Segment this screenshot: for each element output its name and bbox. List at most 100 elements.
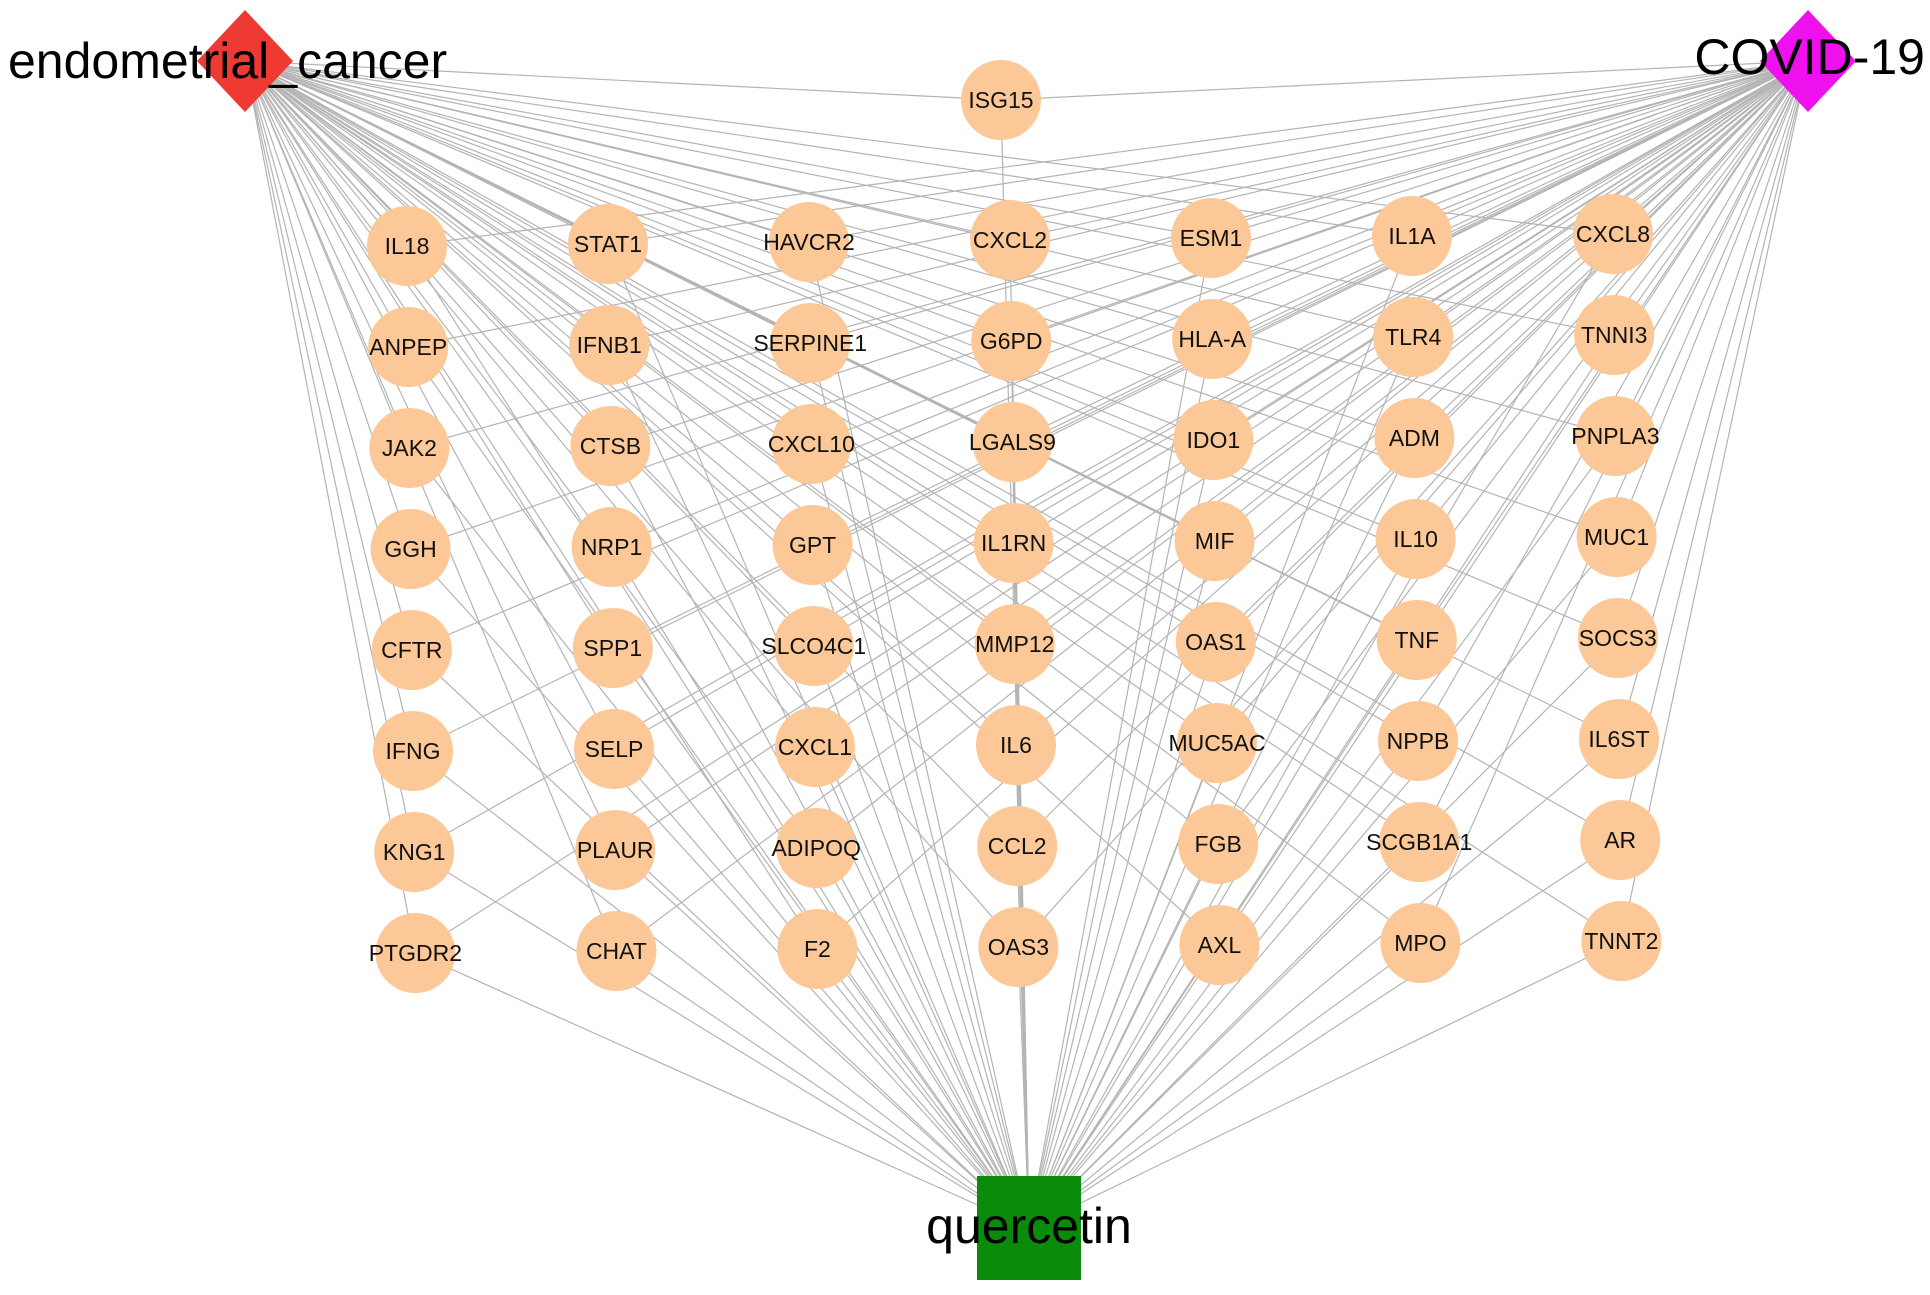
edge-covid19-axl [1218, 60, 1809, 946]
gene-node-mif[interactable]: MIF [1174, 501, 1255, 581]
gene-node-oas1[interactable]: OAS1 [1175, 602, 1256, 682]
gene-label: HLA-A [1178, 326, 1246, 352]
gene-node-il6[interactable]: IL6 [976, 705, 1056, 785]
gene-node-gpt[interactable]: GPT [772, 505, 853, 585]
edge-covid19-muc5ac [1216, 60, 1809, 744]
gene-node-cxcl2[interactable]: CXCL2 [970, 200, 1050, 280]
gene-node-spp1[interactable]: SPP1 [572, 608, 653, 688]
gene-node-muc1[interactable]: MUC1 [1576, 497, 1657, 577]
gene-node-socs3[interactable]: SOCS3 [1577, 598, 1658, 678]
gene-node-circle [771, 404, 852, 484]
edge-covid19-ido1 [1213, 60, 1809, 441]
gene-node-circle [568, 204, 648, 284]
gene-node-isg15[interactable]: ISG15 [961, 60, 1041, 140]
gene-node-circle [978, 907, 1059, 987]
gene-label: HAVCR2 [763, 229, 855, 255]
gene-node-kng1[interactable]: KNG1 [374, 812, 455, 892]
gene-node-f2[interactable]: F2 [777, 909, 858, 989]
gene-node-adipoq[interactable]: ADIPOQ [771, 808, 861, 888]
gene-node-adm[interactable]: ADM [1374, 398, 1455, 478]
gene-node-il6st[interactable]: IL6ST [1579, 699, 1659, 779]
edge-covid19-f2 [816, 60, 1809, 950]
gene-node-cxcl10[interactable]: CXCL10 [768, 404, 855, 484]
gene-node-g6pd[interactable]: G6PD [971, 301, 1052, 381]
edge-quercetin-ptgdr2 [415, 952, 1030, 1229]
gene-node-ctsb[interactable]: CTSB [570, 406, 651, 486]
gene-node-circle [769, 202, 849, 282]
gene-node-esm1[interactable]: ESM1 [1171, 198, 1251, 278]
gene-node-pnpla3[interactable]: PNPLA3 [1571, 396, 1660, 476]
gene-node-hla-a[interactable]: HLA-A [1172, 299, 1253, 379]
gene-node-nrp1[interactable]: NRP1 [571, 507, 652, 587]
gene-node-ggh[interactable]: GGH [370, 509, 451, 589]
gene-node-mmp12[interactable]: MMP12 [974, 604, 1055, 684]
gene-node-ar[interactable]: AR [1580, 800, 1661, 880]
quercetin-node[interactable] [977, 1176, 1081, 1280]
gene-node-nppb[interactable]: NPPB [1378, 701, 1458, 781]
edge-quercetin-tnni3 [1028, 334, 1615, 1229]
gene-node-axl[interactable]: AXL [1179, 905, 1260, 985]
gene-node-ifnb1[interactable]: IFNB1 [569, 305, 650, 385]
edge-endometrial-cancer-g6pd [244, 60, 1012, 342]
gene-node-ido1[interactable]: IDO1 [1173, 400, 1254, 480]
edge-covid19-gpt [812, 60, 1809, 546]
gene-node-ifng[interactable]: IFNG [373, 711, 453, 791]
covid19-node[interactable] [1760, 10, 1856, 112]
edge-covid19-oas1 [1215, 60, 1809, 643]
gene-node-tnnt2[interactable]: TNNT2 [1581, 901, 1662, 981]
gene-node-circle [974, 604, 1055, 684]
gene-node-selp[interactable]: SELP [574, 709, 654, 789]
gene-node-chat[interactable]: CHAT [576, 911, 657, 991]
gene-node-tnni3[interactable]: TNNI3 [1574, 295, 1655, 375]
edge-quercetin-adipoq [815, 847, 1030, 1229]
edge-covid19-ptgdr2 [415, 60, 1809, 954]
gene-node-serpine1[interactable]: SERPINE1 [753, 303, 867, 383]
gene-label: IFNG [386, 738, 441, 764]
gene-node-mpo[interactable]: MPO [1380, 903, 1461, 983]
edge-quercetin-ar [1028, 839, 1621, 1229]
gene-node-oas3[interactable]: OAS3 [978, 907, 1059, 987]
gene-node-cxcl1[interactable]: CXCL1 [775, 707, 855, 787]
gene-node-il1a[interactable]: IL1A [1372, 196, 1452, 276]
edge-covid19-hla-a [1211, 60, 1809, 340]
gene-node-tnf[interactable]: TNF [1376, 600, 1457, 680]
gene-node-ptgdr2[interactable]: PTGDR2 [369, 913, 462, 993]
gene-node-jak2[interactable]: JAK2 [369, 408, 450, 488]
gene-label: ADIPOQ [771, 835, 860, 861]
gene-node-anpep[interactable]: ANPEP [368, 307, 449, 387]
gene-label: TNNI3 [1581, 322, 1647, 348]
gene-node-cxcl8[interactable]: CXCL8 [1573, 194, 1653, 274]
gene-node-muc5ac[interactable]: MUC5AC [1168, 703, 1266, 783]
gene-node-circle [1179, 905, 1260, 985]
edge-quercetin-il6st [1028, 738, 1620, 1229]
edge-endometrial-cancer-selp [244, 60, 615, 750]
gene-node-circle [1376, 600, 1457, 680]
edge-covid19-slco4c1 [813, 60, 1809, 647]
gene-label: CFTR [381, 637, 442, 663]
gene-node-il1rn[interactable]: IL1RN [973, 503, 1054, 583]
gene-label: PLAUR [577, 837, 654, 863]
edge-covid19-havcr2 [808, 60, 1809, 243]
endometrial-cancer-node[interactable] [197, 10, 293, 112]
gene-label: IDO1 [1187, 427, 1241, 453]
gene-node-fgb[interactable]: FGB [1178, 804, 1259, 884]
gene-node-slco4c1[interactable]: SLCO4C1 [761, 606, 866, 686]
gene-node-havcr2[interactable]: HAVCR2 [763, 202, 855, 282]
edge-covid19-isg15 [1000, 60, 1809, 101]
gene-node-lgals9[interactable]: LGALS9 [969, 402, 1056, 482]
gene-label: CHAT [586, 938, 647, 964]
gene-node-il10[interactable]: IL10 [1375, 499, 1456, 579]
gene-node-scgb1a1[interactable]: SCGB1A1 [1366, 802, 1472, 882]
gene-node-ccl2[interactable]: CCL2 [977, 806, 1058, 886]
edge-quercetin-serpine1 [809, 342, 1030, 1229]
gene-node-plaur[interactable]: PLAUR [575, 810, 656, 890]
gene-node-cftr[interactable]: CFTR [371, 610, 452, 690]
gene-node-stat1[interactable]: STAT1 [568, 204, 648, 284]
gene-node-circle [574, 709, 654, 789]
gene-node-tlr4[interactable]: TLR4 [1373, 297, 1454, 377]
gene-node-circle [1378, 701, 1458, 781]
gene-node-il18[interactable]: IL18 [367, 206, 447, 286]
edge-quercetin-mpo [1028, 942, 1421, 1229]
gene-node-circle [1173, 400, 1254, 480]
